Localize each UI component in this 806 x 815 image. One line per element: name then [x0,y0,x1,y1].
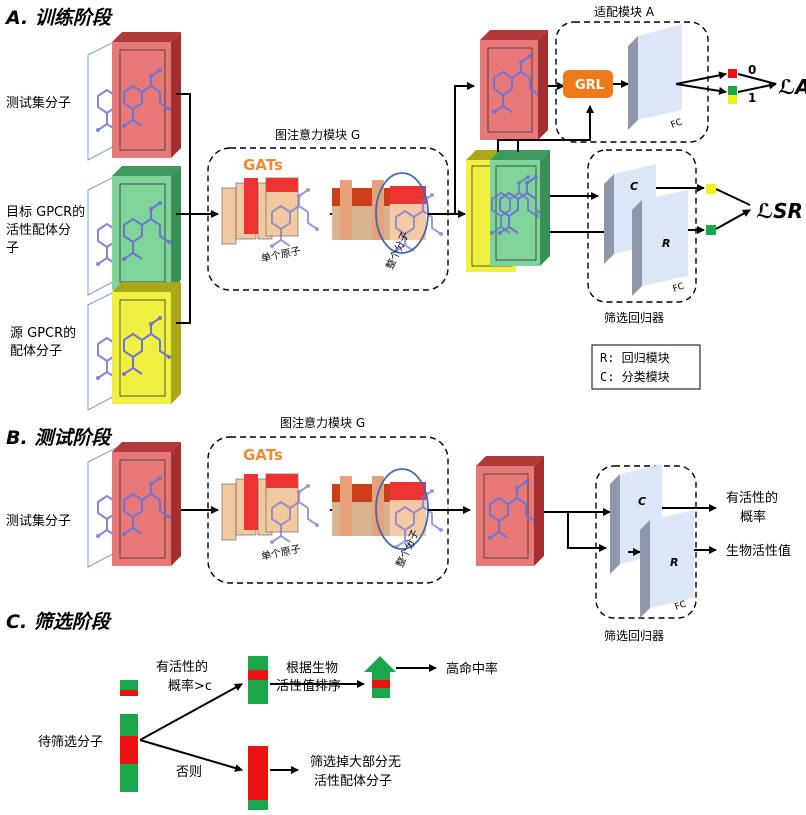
gats-layer-stack-b [221,473,320,545]
sr-r-block-a [632,190,688,296]
arrow-to-active-branch [139,683,243,741]
graph-attention-box-a [207,147,449,291]
condition-line1: 有活性的 [156,659,208,675]
arrow-to-adapt-panel [454,82,475,214]
sr-output-square-c [706,184,716,194]
gats-label-b: GATs [243,446,283,464]
screen-regressor-title-a: 筛选回归器 [604,310,664,325]
sr-fc-label-a: FC [672,281,686,294]
test-set-molecule-stack-b [87,442,181,568]
adapt-fc-label: FC [670,117,684,130]
legend-classification: C: 分类模块 [600,370,670,384]
output-prob-line1: 有活性的 [726,490,778,506]
sr-c-label-b: C [638,495,646,508]
adapt-feature-panel [480,30,548,140]
loss-sr: ℒSR [756,199,803,223]
filter-line2: 活性配体分子 [314,774,392,789]
else-label: 否则 [176,765,202,780]
domain-label-0: 0 [748,63,756,77]
feature-panel-b [476,456,544,566]
section-b-title: B. 测试阶段 [6,427,112,449]
adapt-module-box [555,21,709,143]
domain-label-1-square-a [728,86,737,95]
grl-block [563,70,613,98]
single-atom-label-a: 单个原子 [260,245,302,265]
sr-r-label-a: R [662,237,670,250]
domain-label-0-square [728,69,737,78]
output-prob-line2: 概率 [740,509,766,525]
sort-line2: 活性值排序 [276,678,341,694]
arrow-to-else-branch [139,739,243,772]
sr-c-label-a: C [630,180,638,193]
inactive-subset-bar [248,746,268,810]
domain-label-1: 1 [748,91,756,105]
source-gpcr-ligand-stack [87,282,181,411]
high-hit-rate-label: 高命中率 [446,661,498,677]
filter-line1: 筛选掉大部分无 [310,755,401,770]
adapt-module-title: 适配模块 A [594,5,655,19]
output-bioactivity: 生物活性值 [726,543,791,559]
active-subset-bar [248,656,268,704]
sr-output-arrows [656,184,751,234]
graph-attention-title-a: 图注意力模块 G [275,127,360,142]
adapt-output-arrows [675,71,777,95]
screen-regressor-title-b: 筛选回归器 [604,628,664,643]
sr-r-label-b: R [670,556,678,569]
arrow-sr-to-grl [497,105,594,152]
screen-regressor-box-b [595,465,697,619]
input-test-set-label-b: 测试集分子 [6,513,71,529]
sorted-bar-with-up-arrow [364,656,396,698]
candidate-molecule-bar [120,680,138,792]
legend-box [591,344,701,390]
input-target-line3: 子 [6,241,19,256]
target-gpcr-ligand-stack [87,166,181,296]
single-atom-label-b: 单个原子 [260,543,302,563]
feature-to-sr-arrows-b [544,508,611,552]
molecule-pooling-stack-b [332,468,444,550]
graph-attention-title-b: 图注意力模块 G [280,415,365,430]
adapt-fc-block [628,24,682,130]
grl-label: GRL [575,78,604,93]
molecule-pooling-stack-a [332,172,444,254]
sr-output-square-r [706,225,716,235]
domain-label-1-square-b [728,95,737,104]
input-source-line2: 配体分子 [10,344,62,359]
condition-line2: 概率>c [168,678,212,694]
sr-r-block-b [640,510,694,618]
loss-adapt: ℒA [778,75,806,99]
gats-layer-stack-a [221,177,320,249]
sr-feature-panels [466,150,550,272]
input-test-set-label: 测试集分子 [6,95,71,111]
sr-fc-label-b: FC [674,599,688,612]
input-merge-lines [176,93,219,324]
input-target-line2: 活性配体分 [6,223,71,238]
screen-regressor-box-a [587,149,697,303]
input-source-line1: 源 GPCR的 [10,325,76,341]
input-target-line1: 目标 GPCR的 [6,204,85,220]
legend-regression: R: 回归模块 [600,351,670,365]
test-set-molecule-stack [87,32,181,161]
gats-label-a: GATs [243,156,283,174]
sort-line1: 根据生物 [286,661,338,676]
section-a-title: A. 训练阶段 [4,7,113,29]
section-c-title: C. 筛选阶段 [6,611,112,633]
candidate-molecules-label: 待筛选分子 [38,735,103,750]
